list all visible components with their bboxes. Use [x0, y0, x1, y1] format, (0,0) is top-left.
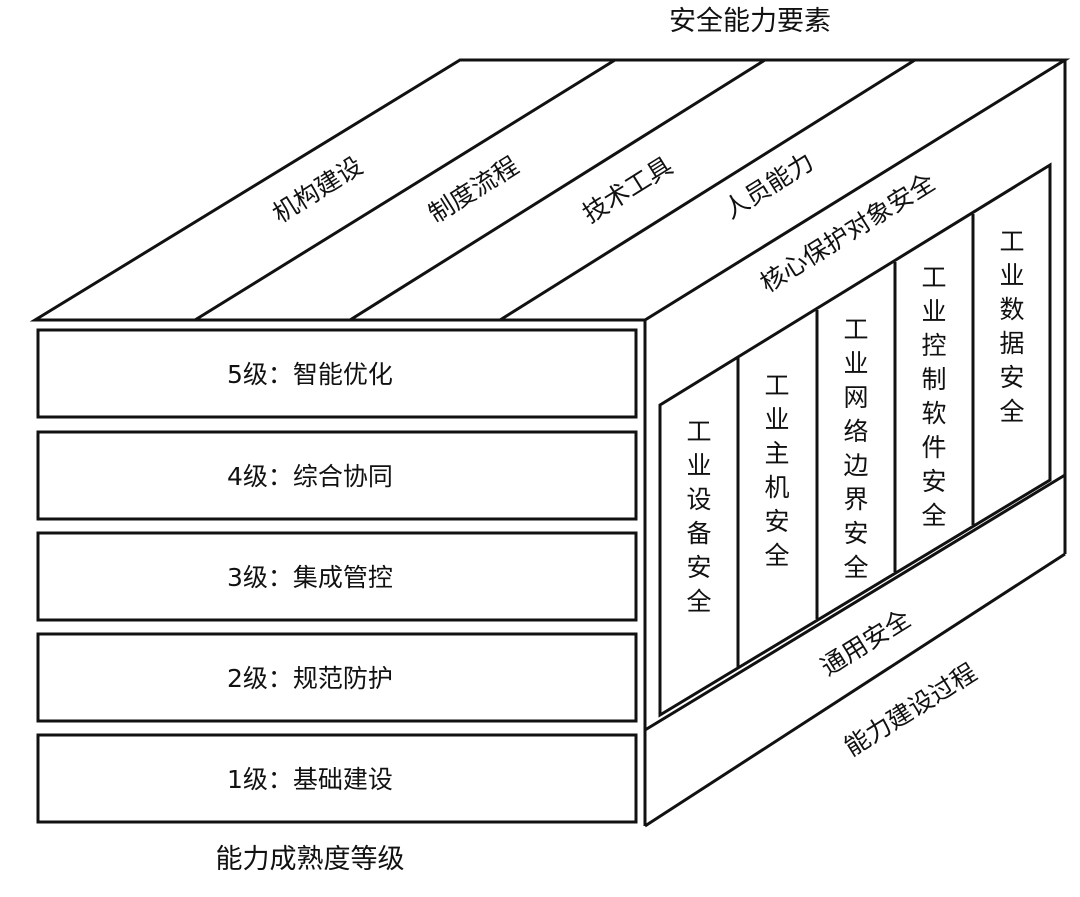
core-objects-panel: [658, 162, 1052, 718]
column-char: 络: [843, 417, 868, 446]
column-char: 全: [764, 541, 789, 570]
level-box: [36, 328, 638, 419]
top-caption: 安全能力要素: [669, 6, 831, 37]
column-char: 安: [764, 507, 789, 536]
top-divider-2: [349, 58, 766, 322]
column-char: 机: [764, 473, 789, 502]
column-char: 软: [921, 399, 946, 428]
level-box: [36, 430, 638, 521]
column-char: 网: [843, 383, 868, 412]
top-element-label: 机构建设: [267, 151, 367, 229]
level-label: 3级：集成管控: [227, 563, 393, 592]
cube-outline: [29, 58, 1071, 828]
core-column-label: 工业网络边界安全: [843, 315, 868, 582]
column-char: 业: [999, 261, 1024, 290]
core-column-label: 工业控制软件安全: [921, 263, 946, 530]
column-char: 全: [843, 553, 868, 582]
bottom-right-edge: [644, 552, 1066, 828]
column-char: 工: [686, 417, 711, 446]
top-divider-3: [499, 58, 916, 322]
general-security-label: 通用安全: [815, 604, 915, 682]
level-label: 5级：智能优化: [227, 360, 393, 389]
top-divider-1: [194, 58, 616, 322]
column-char: 业: [843, 349, 868, 378]
column-char: 件: [921, 433, 946, 462]
top-face-dividers: [194, 58, 916, 322]
level-box: [36, 733, 638, 824]
column-char: 主: [764, 439, 789, 468]
column-char: 全: [686, 587, 711, 616]
column-char: 业: [686, 451, 711, 480]
column-char: 业: [921, 297, 946, 326]
column-char: 安: [921, 467, 946, 496]
column-char: 界: [843, 485, 868, 514]
column-char: 安: [686, 553, 711, 582]
top-element-label: 制度流程: [423, 151, 523, 229]
column-char: 据: [999, 329, 1024, 358]
front-face-levels: 5级：智能优化 4级：综合协同 3级：集成管控 2级：规范防护 1级：基础建设: [36, 328, 638, 824]
top-face-labels: 机构建设 制度流程 技术工具 人员能力: [267, 147, 818, 229]
column-char: 安: [999, 363, 1024, 392]
core-column-label: 工业主机安全: [764, 371, 789, 570]
level-label: 2级：规范防护: [227, 664, 393, 693]
core-columns: 工业设备安全 工业主机安全 工业网络边界安全 工业控制软件安全 工业数据安全: [686, 227, 1024, 616]
column-char: 制: [921, 365, 946, 394]
column-char: 数: [999, 295, 1024, 324]
column-char: 全: [921, 501, 946, 530]
process-band-line: [644, 473, 1066, 732]
level-label: 1级：基础建设: [227, 765, 393, 794]
level-box: [36, 632, 638, 723]
level-box: [36, 531, 638, 622]
column-char: 边: [843, 451, 868, 480]
level-label: 4级：综合协同: [227, 462, 393, 491]
bottom-caption: 能力成熟度等级: [216, 844, 405, 875]
top-element-label: 人员能力: [718, 147, 818, 225]
column-char: 工: [764, 371, 789, 400]
column-char: 备: [686, 519, 711, 548]
column-char: 工: [999, 227, 1024, 256]
column-char: 安: [843, 519, 868, 548]
process-label: 能力建设过程: [839, 658, 982, 762]
side-face-panel: [644, 162, 1066, 732]
column-char: 业: [764, 405, 789, 434]
core-column-label: 工业设备安全: [686, 417, 711, 616]
column-char: 工: [843, 315, 868, 344]
column-char: 设: [686, 485, 711, 514]
core-column-label: 工业数据安全: [999, 227, 1024, 426]
column-char: 工: [921, 263, 946, 292]
column-char: 控: [921, 331, 946, 360]
column-char: 全: [999, 397, 1024, 426]
